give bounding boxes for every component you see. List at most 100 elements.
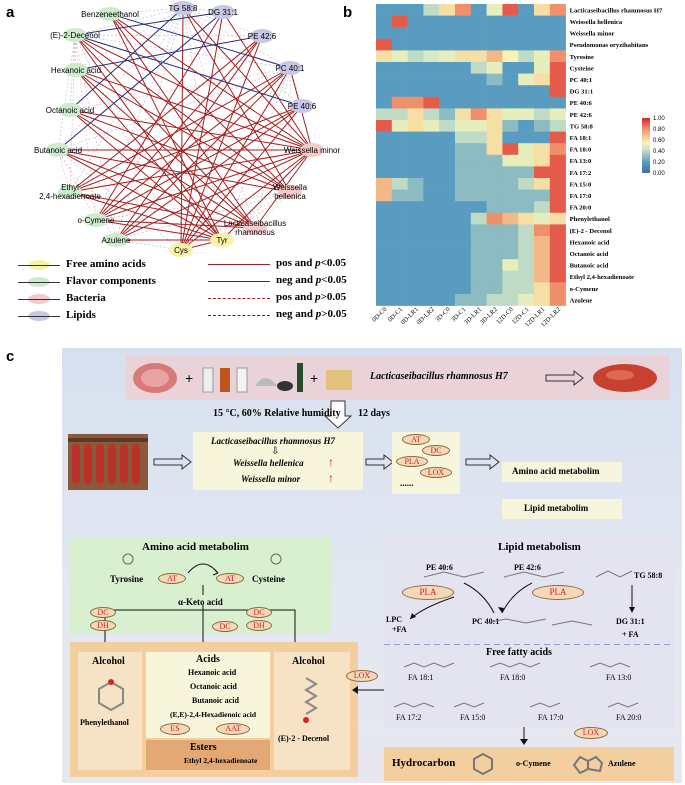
dg-label: DG 31:1 xyxy=(616,617,645,626)
butanoic-label: Butanoic acid xyxy=(192,696,239,705)
legend-line-swatch xyxy=(208,298,270,299)
heatmap-cell xyxy=(391,131,408,144)
heatmap-row-label: FA 20:0 xyxy=(570,205,592,212)
heatmap-cell xyxy=(407,143,424,156)
edge-pos-sig xyxy=(75,69,256,229)
edge-pos-sig xyxy=(182,7,291,193)
legend-line-swatch xyxy=(208,315,270,316)
heatmap-row-label: Tyrosine xyxy=(570,54,594,61)
heatmap-cell xyxy=(502,15,519,28)
edge-dashed xyxy=(95,191,291,221)
heatmap-row-label: FA 15:0 xyxy=(570,181,592,188)
fa-17-2: FA 17:2 xyxy=(396,713,422,722)
edge-pos-sig xyxy=(115,67,291,241)
network-node xyxy=(84,213,108,227)
heatmap-cell xyxy=(376,38,393,51)
heatmap-cell xyxy=(486,178,503,190)
network-node xyxy=(169,243,193,257)
heatmap-cell xyxy=(502,166,519,179)
heatmap-col-label: 0D-C0 xyxy=(371,306,388,323)
heatmap-cell xyxy=(534,201,551,214)
heatmap-cell xyxy=(534,154,551,167)
heatmap-cell xyxy=(376,108,393,121)
heatmap-cell xyxy=(407,294,424,306)
heatmap-row-label: Hexanoic acid xyxy=(570,239,610,246)
amino-metabolism-box: Amino acid metabolim Tyrosine Cysteine A… xyxy=(70,537,332,634)
heatmap-cell xyxy=(470,96,487,109)
heatmap-cell xyxy=(549,27,566,40)
heatmap-cell xyxy=(549,131,566,144)
edge-pos-sig xyxy=(69,35,263,193)
lox-pill-products: LOX xyxy=(346,670,378,682)
colorbar xyxy=(642,118,650,173)
network-node-label: DG 31:1 xyxy=(208,7,238,17)
network-node xyxy=(243,221,267,235)
heatmap-cell xyxy=(470,201,487,214)
edge-dashed xyxy=(74,34,263,37)
heatmap-cell xyxy=(549,270,566,283)
top-arrow-icon xyxy=(545,370,584,386)
aat-pill: AAT xyxy=(216,723,250,735)
heatmap-row-label: FA 18:0 xyxy=(570,147,592,154)
heatmap-cell xyxy=(470,154,487,167)
heatmap-cell xyxy=(376,247,393,260)
heatmap-cell xyxy=(376,143,393,156)
heatmap-cell xyxy=(486,62,503,74)
legend-swatch-line xyxy=(18,316,60,317)
heatmap-cell xyxy=(486,189,503,202)
heatmap-cell xyxy=(549,201,566,214)
network-node-label: Benzeneethanol xyxy=(81,9,139,19)
amino-at-2: AT xyxy=(216,573,244,584)
heatmap-cell xyxy=(376,236,393,248)
phenylethanol-label: Phenylethanol xyxy=(80,718,129,727)
heatmap-cell xyxy=(439,50,456,63)
heatmap-cell xyxy=(376,120,393,132)
heatmap-cell xyxy=(391,50,408,63)
heatmap-cell xyxy=(423,166,440,179)
edge-pos-sig xyxy=(95,219,256,229)
arrow-to-pathways-icon xyxy=(465,454,500,470)
heatmap-cell xyxy=(549,15,566,28)
heatmap-row-label: Octanoic acid xyxy=(570,251,609,258)
heatmap-cell xyxy=(455,270,472,283)
heatmap-cell xyxy=(518,62,535,74)
network-node-label: Cys xyxy=(174,245,188,255)
heatmap-cell xyxy=(486,282,503,295)
heatmap-cell xyxy=(455,143,472,156)
heatmap-cell xyxy=(407,259,424,272)
heatmap-row-label: Weissella minor xyxy=(570,31,615,38)
edge-dashed xyxy=(182,7,223,241)
heatmap-cell xyxy=(534,85,551,98)
heatmap-cell xyxy=(549,4,566,16)
heatmap-cell xyxy=(407,38,424,51)
edge-dashed xyxy=(74,34,117,241)
heatmap-row-label: PC 40:1 xyxy=(570,77,593,84)
heatmap-cell xyxy=(455,166,472,179)
heatmap-cell xyxy=(534,27,551,40)
heatmap-cell xyxy=(549,236,566,248)
heatmap-cell xyxy=(549,96,566,109)
heatmap-cell xyxy=(423,294,440,306)
fa-15-0: FA 15:0 xyxy=(460,713,486,722)
heatmap-cell xyxy=(423,154,440,167)
network-node xyxy=(58,103,82,117)
heatmap-cell xyxy=(518,120,535,132)
heatmap-cell xyxy=(470,73,487,86)
heatmap-cell xyxy=(534,212,551,225)
legend-line-label: neg and p>0.05 xyxy=(276,308,347,320)
edge-pos-sig xyxy=(180,11,224,251)
heatmap-cell xyxy=(391,212,408,225)
azulene-structure xyxy=(572,755,604,775)
edge-dashed xyxy=(221,191,291,241)
heatmap-cell xyxy=(470,15,487,28)
heatmap-cell xyxy=(376,282,393,295)
hydro-down-arrow-icon xyxy=(520,727,528,745)
edge-dashed xyxy=(57,149,97,221)
heatmap-col-label: 0D-LR2 xyxy=(416,306,436,326)
heatmap-cell xyxy=(439,294,456,306)
heatmap-row-label: (E)-2 - Decenol xyxy=(570,228,612,235)
arrow-to-enzymes-icon xyxy=(365,454,394,470)
edge-dashed xyxy=(180,191,291,251)
heatmap-cell xyxy=(502,4,519,16)
heatmap-cell xyxy=(391,73,408,86)
